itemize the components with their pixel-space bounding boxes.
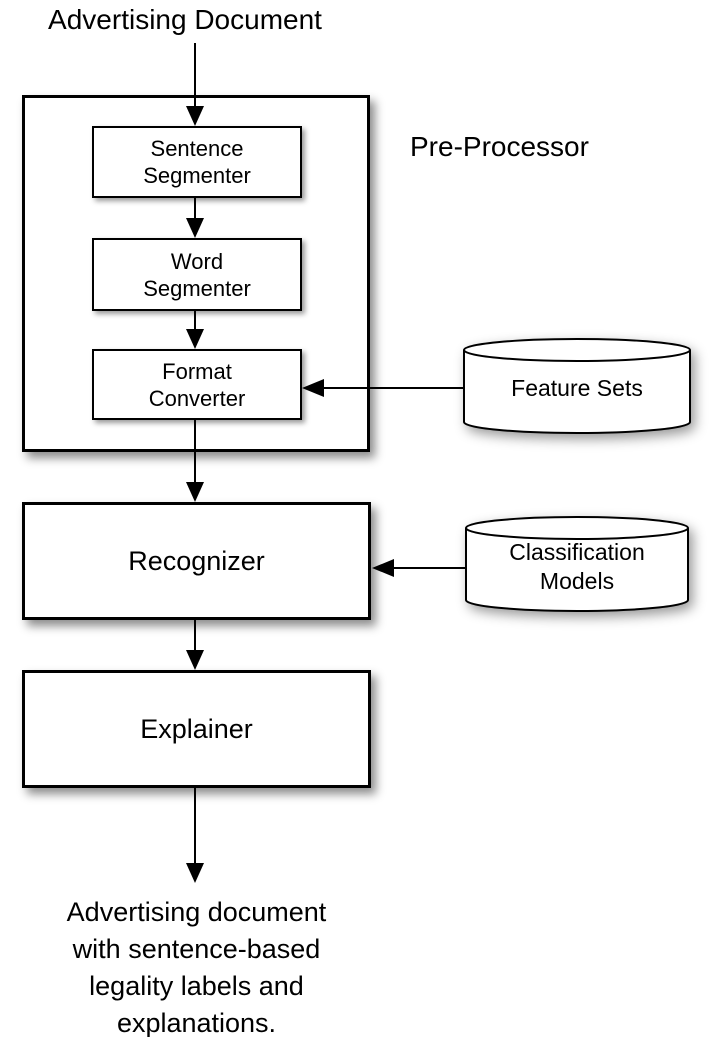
preprocessor-label: Pre-Processor	[410, 131, 589, 162]
classification-models-label: Classification Models	[509, 539, 645, 594]
arrowhead-down-icon	[186, 650, 204, 670]
arrowhead-down-icon	[186, 106, 204, 126]
arrowhead-down-icon	[186, 482, 204, 502]
arrow-line	[324, 387, 463, 389]
recognizer-label: Recognizer	[128, 545, 265, 576]
feature-sets-label: Feature Sets	[511, 375, 643, 401]
arrow-line	[194, 788, 196, 865]
arrowhead-down-icon	[186, 863, 204, 883]
database-cylinder-icon	[465, 516, 689, 612]
explainer-label: Explainer	[140, 713, 253, 744]
arrow-line	[393, 567, 465, 569]
explainer-node: Explainer	[22, 670, 371, 788]
arrowhead-left-icon	[302, 379, 324, 397]
arrow-line	[194, 420, 196, 484]
arrow-line	[194, 198, 196, 220]
arrowhead-down-icon	[186, 218, 204, 238]
word-segmenter-label: Word Segmenter	[143, 248, 251, 301]
database-cylinder-icon	[463, 338, 691, 434]
format-converter-label: Format Converter	[148, 358, 246, 411]
feature-sets-datastore: Feature Sets	[463, 337, 691, 435]
classification-models-datastore: Classification Models	[465, 515, 689, 613]
output-document-label: Advertising document with sentence-based…	[66, 897, 327, 1037]
sentence-segmenter-node: Sentence Segmenter	[92, 126, 302, 198]
arrowhead-left-icon	[372, 559, 394, 577]
word-segmenter-node: Word Segmenter	[92, 238, 302, 311]
arrow-line	[194, 43, 196, 109]
sentence-segmenter-label: Sentence Segmenter	[143, 136, 251, 188]
recognizer-node: Recognizer	[22, 502, 371, 620]
input-document-label: Advertising Document	[48, 4, 322, 35]
arrowhead-down-icon	[186, 329, 204, 349]
format-converter-node: Format Converter	[92, 349, 302, 420]
arrow-line	[194, 311, 196, 331]
arrow-line	[194, 620, 196, 652]
